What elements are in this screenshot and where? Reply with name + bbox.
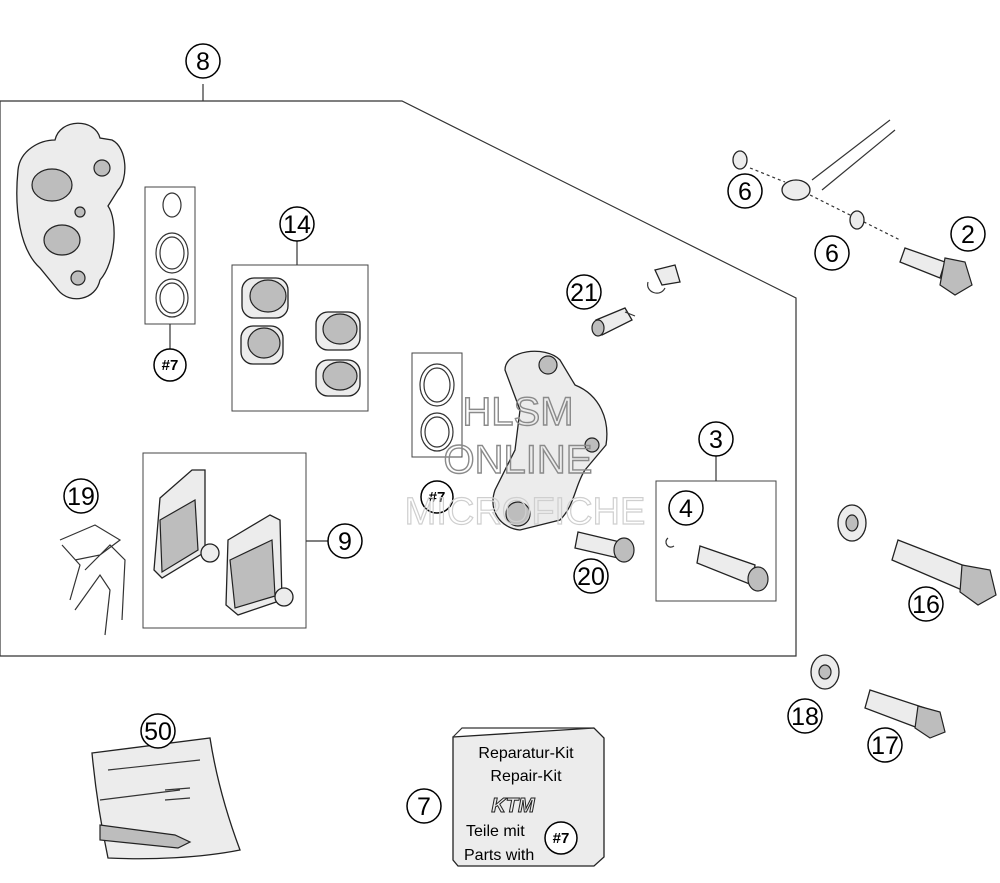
callout-19-label: 19 <box>67 483 95 511</box>
callout-2[interactable]: 2 <box>950 216 986 252</box>
callout-18-label: 18 <box>791 703 819 731</box>
callout-16-label: 16 <box>912 591 940 619</box>
repair-kit-label-de: Reparatur-Kit <box>478 745 574 762</box>
callout-6b[interactable]: 6 <box>814 235 850 271</box>
pistons <box>240 277 361 397</box>
banjo-bolt <box>899 247 973 296</box>
callout-7-label: 7 <box>417 793 431 821</box>
ktm-logo: KTM <box>491 795 536 817</box>
callout-2-label: 2 <box>961 221 975 249</box>
assembly-8-outline <box>0 84 797 657</box>
repair-kit-parts-de: Teile mit <box>466 823 525 840</box>
brake-pads <box>153 469 294 616</box>
callout-8-label: 8 <box>196 48 210 76</box>
bleeder-valve <box>591 264 681 337</box>
callout-ref-7b-label: #7 <box>429 489 446 506</box>
slide-pin <box>665 537 769 592</box>
callout-9[interactable]: 9 <box>327 523 363 559</box>
callout-4[interactable]: 4 <box>668 490 704 526</box>
seal-kit-box-center <box>411 352 463 458</box>
callout-6a[interactable]: 6 <box>727 173 763 209</box>
callout-14[interactable]: 14 <box>279 206 315 242</box>
callout-50[interactable]: 50 <box>140 713 176 749</box>
callout-ref-7c[interactable]: #7 <box>544 821 578 855</box>
pistons-box <box>231 264 369 412</box>
watermark-line-1: HLSM <box>462 390 573 434</box>
repair-kit-parts-en: Parts with <box>464 847 534 864</box>
brake-line <box>749 119 901 241</box>
bolt-17 <box>864 689 946 739</box>
callout-3-label: 3 <box>709 426 723 454</box>
callout-17[interactable]: 17 <box>867 727 903 763</box>
callout-ref-7a-label: #7 <box>162 357 179 374</box>
caliper-carrier <box>492 350 608 531</box>
watermark-line-3: MICROFICHE <box>405 491 646 533</box>
callout-ref-7a[interactable]: #7 <box>153 348 187 382</box>
callout-14-label: 14 <box>283 211 311 239</box>
callout-20[interactable]: 20 <box>573 558 609 594</box>
callout-ref-7c-label: #7 <box>553 830 570 847</box>
bolt-16 <box>891 539 997 606</box>
seal-rings-center <box>419 363 455 452</box>
bolt-20 <box>574 531 635 563</box>
callout-4-label: 4 <box>679 495 693 523</box>
repair-kit-label-en: Repair-Kit <box>490 768 562 785</box>
grease-bag <box>91 737 241 860</box>
caliper-housing <box>16 122 126 300</box>
callout-ref-7b[interactable]: #7 <box>420 480 454 514</box>
callout-19[interactable]: 19 <box>63 478 99 514</box>
callout-8[interactable]: 8 <box>185 43 221 79</box>
callout-17-label: 17 <box>871 732 899 760</box>
callout-3[interactable]: 3 <box>698 421 734 457</box>
callout-16[interactable]: 16 <box>908 586 944 622</box>
callout-9-label: 9 <box>338 528 352 556</box>
washer-6b <box>849 210 865 230</box>
pad-spring <box>59 524 126 636</box>
callout-18[interactable]: 18 <box>787 698 823 734</box>
seal-rings-left <box>155 192 189 318</box>
callout-20-label: 20 <box>577 563 605 591</box>
callout-21[interactable]: 21 <box>566 274 602 310</box>
callout-21-label: 21 <box>570 279 598 307</box>
callout-7[interactable]: 7 <box>406 788 442 824</box>
washer-6a <box>732 150 748 170</box>
callout-6a-label: 6 <box>738 178 752 206</box>
callout-50-label: 50 <box>144 718 172 746</box>
callout-6b-label: 6 <box>825 240 839 268</box>
watermark-line-2: ONLINE <box>444 438 593 482</box>
